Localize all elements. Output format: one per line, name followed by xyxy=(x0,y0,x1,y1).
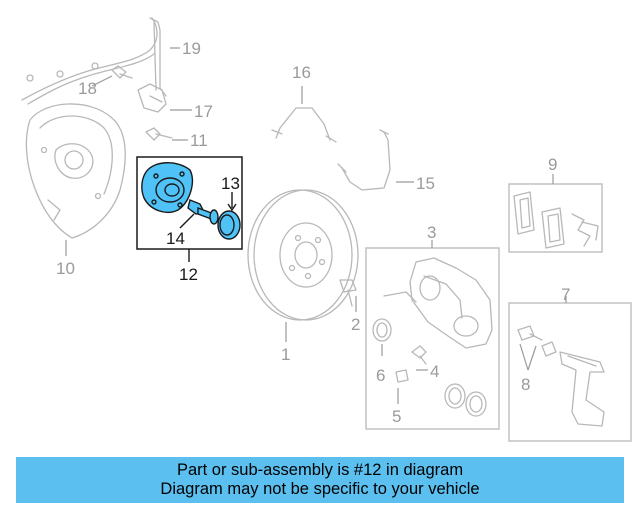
callout-7: 7 xyxy=(561,285,570,304)
callout-19: 19 xyxy=(182,39,201,58)
callout-17: 17 xyxy=(194,102,213,121)
assembly-box-3 xyxy=(365,247,500,430)
bolt-11 xyxy=(145,127,173,141)
abs-sensor-wire xyxy=(21,17,167,105)
callout-6: 6 xyxy=(376,366,385,385)
callout-15: 15 xyxy=(416,174,435,193)
wheel-hub xyxy=(141,162,194,214)
piston-seals xyxy=(444,383,487,417)
arrow-13 xyxy=(227,203,237,212)
bolt-2 xyxy=(339,279,357,307)
backing-plate xyxy=(25,103,126,239)
caliper-carrier xyxy=(559,351,605,427)
bleeder-4 xyxy=(411,345,427,365)
callout-16: 16 xyxy=(292,63,311,82)
caliper-seal-6 xyxy=(372,318,392,342)
callout-4: 4 xyxy=(430,362,439,381)
brake-pads xyxy=(513,191,599,249)
callout-14: 14 xyxy=(166,229,185,248)
info-banner: Part or sub-assembly is #12 in diagram D… xyxy=(16,457,624,503)
callout-13: 13 xyxy=(221,174,240,193)
callout-11: 11 xyxy=(190,131,208,150)
bolt-18 xyxy=(111,65,133,79)
leader-8 xyxy=(519,343,537,371)
brake-caliper xyxy=(383,257,493,349)
banner-line-1: Part or sub-assembly is #12 in diagram xyxy=(176,461,464,479)
cap-5 xyxy=(395,369,409,383)
hub-bolt xyxy=(187,199,219,225)
callout-5: 5 xyxy=(392,407,401,426)
dust-cap xyxy=(217,210,241,240)
sensor-17 xyxy=(137,83,167,113)
leader-18 xyxy=(91,75,113,87)
callout-10: 10 xyxy=(56,259,75,278)
guide-pins-8 xyxy=(517,325,557,357)
callout-1: 1 xyxy=(281,345,290,364)
leader-14 xyxy=(179,213,195,229)
callout-3: 3 xyxy=(427,223,436,242)
assembly-box-9 xyxy=(508,183,603,253)
assembly-box-7 xyxy=(508,302,632,442)
callout-9: 9 xyxy=(548,155,557,174)
banner-line-2: Diagram may not be specific to your vehi… xyxy=(160,480,480,498)
callout-12: 12 xyxy=(179,265,198,284)
callout-18: 18 xyxy=(78,79,97,98)
brake-line-16 xyxy=(271,107,337,143)
brake-rotor xyxy=(247,189,359,321)
callout-8: 8 xyxy=(521,375,530,394)
brake-line-15 xyxy=(337,129,391,191)
callout-2: 2 xyxy=(351,315,360,334)
